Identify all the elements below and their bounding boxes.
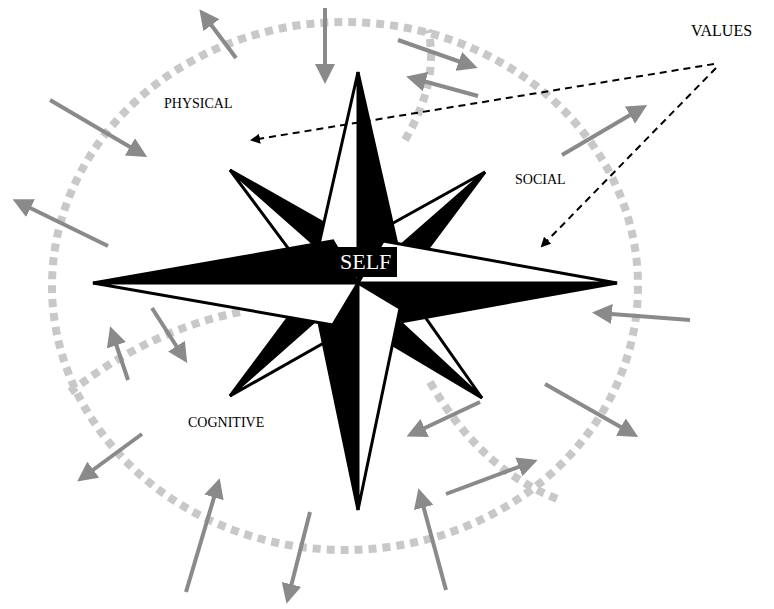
compass-star — [93, 72, 617, 510]
label-text: SOCIAL — [515, 172, 566, 187]
node-text: SELF — [340, 250, 391, 274]
value-leaders — [252, 64, 716, 246]
sector-divider — [70, 312, 240, 392]
label-text: PHYSICAL — [164, 96, 232, 111]
self-core: SELF — [334, 247, 397, 277]
sector-divider — [430, 382, 560, 500]
label-text: COGNITIVE — [188, 415, 264, 430]
influence-arrows — [18, 8, 690, 598]
region-label: PHYSICAL — [164, 96, 232, 111]
dotted-boundary — [52, 22, 638, 550]
region-label: SOCIAL — [515, 172, 566, 187]
region-label: COGNITIVE — [188, 415, 264, 430]
label-text: VALUES — [691, 22, 752, 39]
region-label: VALUES — [691, 22, 752, 40]
